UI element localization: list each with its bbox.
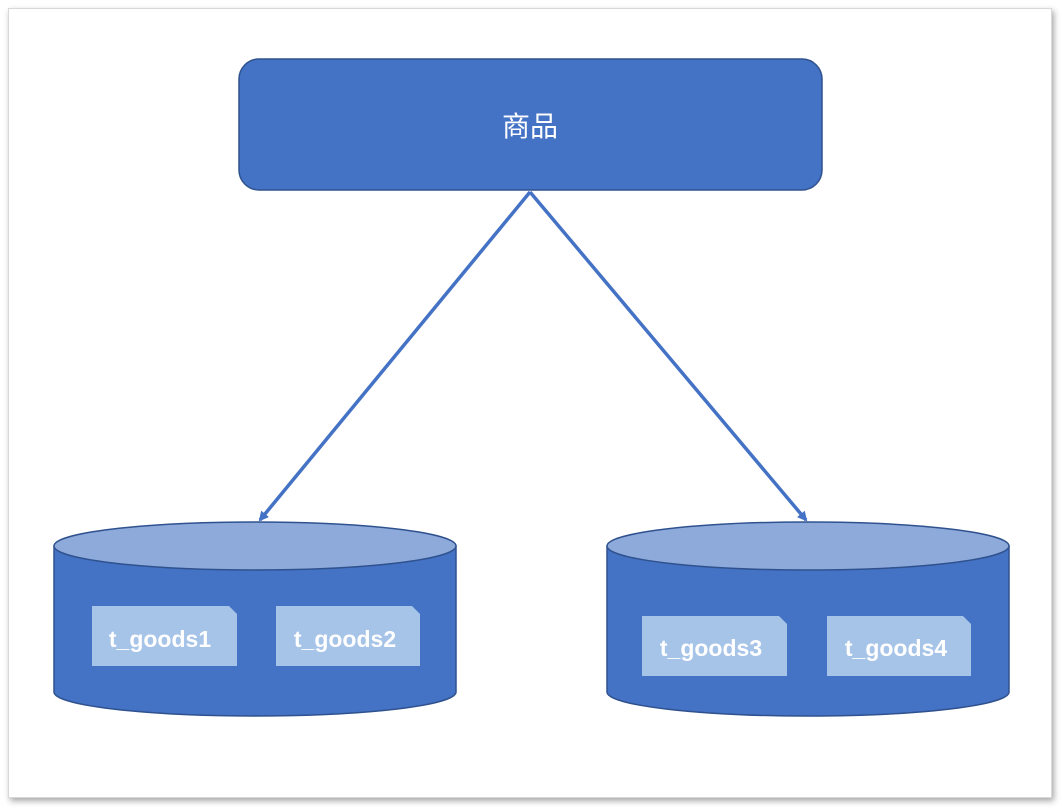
table-label: t_goods4 (845, 635, 947, 661)
database-cylinder-1: t_goods1 t_goods2 (53, 521, 457, 717)
database-cylinder-2: t_goods3 t_goods4 (606, 521, 1010, 717)
table-label: t_goods2 (294, 626, 396, 652)
table-label: t_goods3 (660, 635, 762, 661)
table-t-goods4: t_goods4 (827, 616, 971, 676)
top-node: 商品 (238, 58, 823, 191)
arrow-to-db1 (258, 190, 532, 522)
top-node-label: 商品 (502, 110, 558, 143)
arrow-to-db2 (528, 190, 808, 522)
table-t-goods3: t_goods3 (642, 616, 787, 676)
table-t-goods2: t_goods2 (276, 606, 420, 666)
table-label: t_goods1 (109, 626, 211, 652)
table-t-goods1: t_goods1 (92, 606, 237, 666)
